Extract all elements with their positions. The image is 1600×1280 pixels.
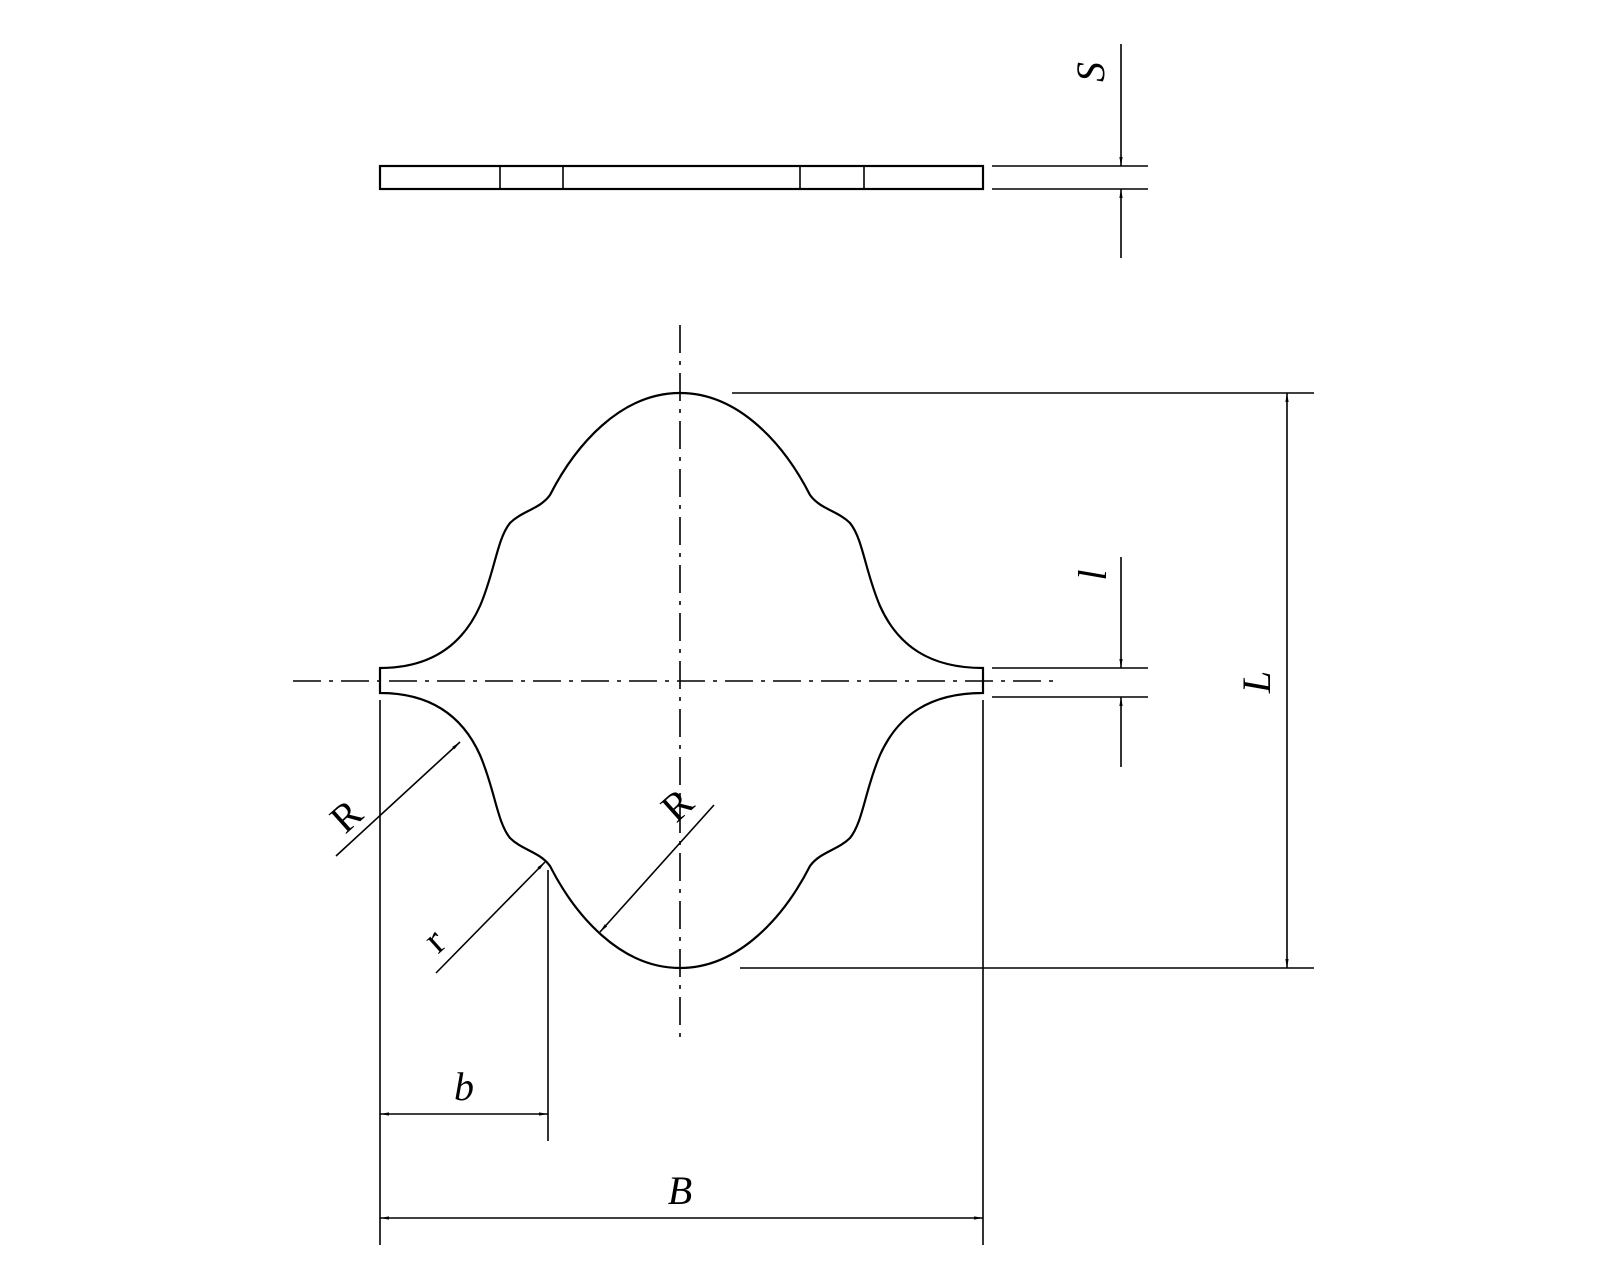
dimension-R-left: R (321, 741, 461, 857)
label-R-right: R (652, 779, 702, 831)
dimension-B: B (380, 700, 984, 1245)
side-view (378, 164, 985, 191)
dimension-L: L (732, 392, 1314, 969)
label-B: B (668, 1168, 692, 1213)
side-view-outline (378, 164, 985, 191)
label-R-left: R (321, 790, 371, 842)
dimension-l: l (992, 557, 1148, 767)
center-lines (293, 325, 1060, 1045)
dimension-R-right: R (599, 779, 715, 933)
dimension-S: S (992, 44, 1148, 258)
label-L: L (1234, 671, 1279, 694)
label-l: l (1070, 569, 1115, 580)
tile-shape (378, 391, 985, 970)
radius-leader (335, 741, 461, 857)
dimension-b: b (379, 700, 549, 1245)
tile-outline (378, 391, 985, 970)
label-r: r (414, 919, 454, 961)
radius-leader (599, 804, 715, 933)
radius-leader (435, 861, 546, 974)
label-S: S (1068, 62, 1113, 82)
label-b: b (454, 1064, 474, 1109)
dimension-r: r (414, 861, 546, 974)
